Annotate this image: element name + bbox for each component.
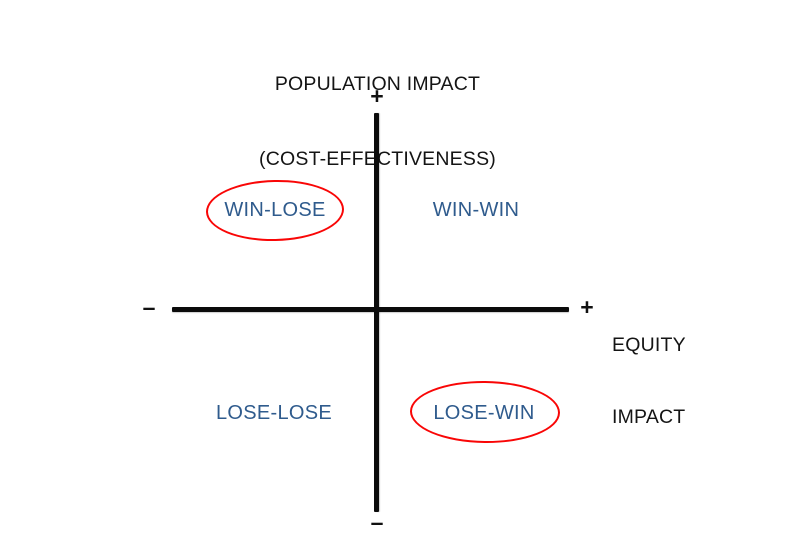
quadrant-label-win-lose: WIN-LOSE xyxy=(224,199,326,221)
horizontal-axis-line xyxy=(172,307,569,312)
axis-sign-bottom-minus: – xyxy=(370,509,384,535)
x-axis-title-line-1: EQUITY xyxy=(612,334,686,356)
quadrant-label-win-win: WIN-WIN xyxy=(432,199,520,221)
x-axis-title-line-2: IMPACT xyxy=(612,406,686,428)
x-axis-title: EQUITY IMPACT xyxy=(612,285,686,477)
axis-sign-right-plus: + xyxy=(580,294,594,320)
chart-title-line-1: POPULATION IMPACT xyxy=(274,73,481,95)
quadrant-label-lose-win: LOSE-WIN xyxy=(433,402,535,424)
axis-sign-top-plus: + xyxy=(370,83,384,109)
quadrant-label-lose-lose: LOSE-LOSE xyxy=(215,402,333,424)
axis-sign-left-minus: – xyxy=(142,294,156,320)
vertical-axis-line xyxy=(374,113,379,512)
